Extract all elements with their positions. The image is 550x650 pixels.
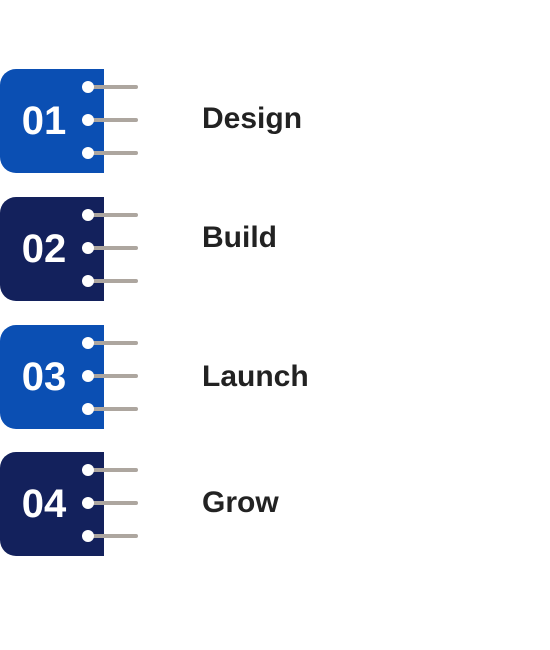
ring — [82, 209, 138, 221]
ring — [82, 147, 138, 159]
step-label: Design — [202, 102, 303, 135]
ring — [82, 370, 138, 382]
ring — [82, 497, 138, 509]
binder-rings-icon — [82, 209, 138, 287]
step-number: 02 — [21, 226, 67, 271]
step-label: Grow — [202, 486, 279, 519]
ring — [82, 530, 138, 542]
ring — [82, 242, 138, 254]
ring — [82, 464, 138, 476]
step-number: 04 — [21, 481, 67, 526]
ring — [82, 114, 138, 126]
step-2: 02 Build — [0, 197, 550, 301]
ring — [82, 337, 138, 349]
binder-rings-icon — [82, 337, 138, 415]
step-number: 03 — [21, 354, 67, 399]
binder-rings-icon — [82, 81, 138, 159]
step-1: 01 Design — [0, 69, 550, 173]
step-3: 03 Launch — [0, 325, 550, 429]
step-number: 01 — [21, 98, 67, 143]
step-label: Build — [202, 221, 277, 254]
ring — [82, 81, 138, 93]
step-label: Launch — [202, 360, 309, 393]
ring — [82, 403, 138, 415]
step-4: 04 Grow — [0, 452, 550, 556]
binder-rings-icon — [82, 464, 138, 542]
ring — [82, 275, 138, 287]
